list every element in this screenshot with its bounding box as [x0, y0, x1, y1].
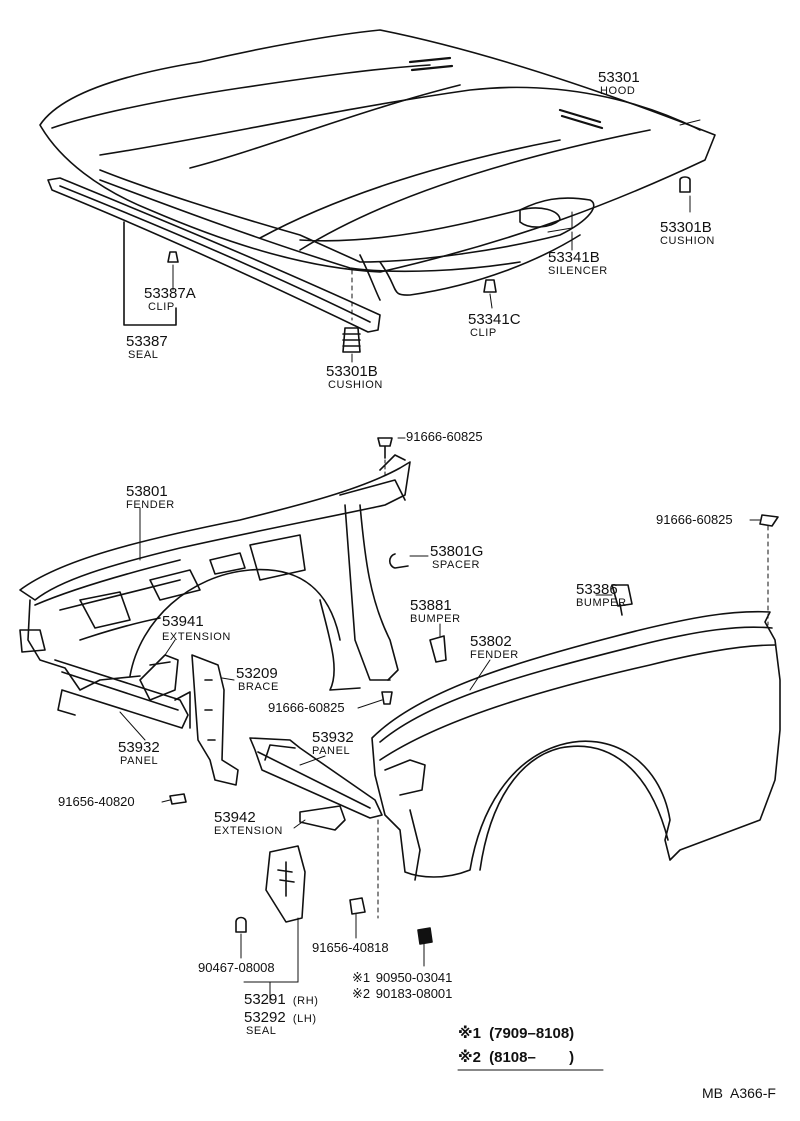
clip-lower-number: 90467-08008 — [198, 960, 275, 975]
fender-rh-number: 53802 — [470, 633, 512, 650]
hood-silencer-number: 53341B — [548, 249, 600, 266]
hood-seal-name: SEAL — [128, 349, 159, 361]
nut-1-mark: ※1 — [352, 970, 370, 985]
legend-mark-2: ※2 — [458, 1048, 481, 1066]
extension-upper-drawing — [139, 654, 179, 701]
legend-mark-1: ※1 — [458, 1024, 481, 1042]
hood-silencer-name: SILENCER — [548, 265, 608, 277]
panel-left-name: PANEL — [120, 755, 158, 767]
hood-drawing — [39, 29, 716, 301]
seal-lh-side: (LH) — [293, 1013, 317, 1025]
hood-name: HOOD — [600, 85, 635, 97]
panel-left-drawing — [54, 659, 191, 729]
nut-icon — [417, 927, 433, 945]
bumper-upper-number: 53386 — [576, 581, 618, 598]
silencer-clip-number: 53341C — [468, 311, 521, 328]
extension-upper-name: EXTENSION — [162, 631, 231, 643]
extension-lower-name: EXTENSION — [214, 825, 283, 837]
bolt-right-number: 91666-60825 — [656, 512, 733, 527]
panel-left-number: 53932 — [118, 739, 160, 756]
cushion-right-icon — [679, 176, 691, 193]
panel-right-number: 53932 — [312, 729, 354, 746]
seal-rh-side: (RH) — [293, 995, 319, 1007]
hood-cushion-center-name: CUSHION — [328, 379, 383, 391]
bolt-mid-icon — [381, 691, 393, 705]
bumper-lower-number: 53881 — [410, 597, 452, 614]
brace-drawing — [191, 654, 239, 786]
legend-range-1: (7909–8108) — [489, 1025, 574, 1042]
spacer-icon — [388, 553, 409, 569]
silencer-clip-icon — [483, 279, 497, 293]
extension-lower-drawing — [299, 805, 346, 831]
legend-row-1: ※1 (7909–8108) — [458, 1024, 574, 1042]
brace-number: 53209 — [236, 665, 278, 682]
brace-name: BRACE — [238, 681, 279, 693]
fender-rh-name: FENDER — [470, 649, 519, 661]
nut-2-mark: ※2 — [352, 986, 370, 1001]
silencer-drawing — [99, 169, 595, 296]
legend-range-2: (8108– ) — [489, 1049, 574, 1066]
seal-lh-number: 53292 — [244, 1009, 286, 1026]
nut-1-number: 90950-03041 — [376, 970, 453, 985]
fender-lh-name: FENDER — [126, 499, 175, 511]
panel-right-drawing — [249, 737, 383, 819]
hood-seal-number: 53387 — [126, 333, 168, 350]
bolt-right-icon — [759, 514, 779, 527]
cushion-center-icon — [342, 327, 361, 353]
hood-cushion-right-number: 53301B — [660, 219, 712, 236]
hood-cushion-right-name: CUSHION — [660, 235, 715, 247]
seal-rh-number: 53291 — [244, 991, 286, 1008]
hood-cushion-center-number: 53301B — [326, 363, 378, 380]
bolt-mid-number: 91666-60825 — [268, 700, 345, 715]
fender-lh-drawing — [19, 454, 411, 691]
nut-2-number: 90183-08001 — [376, 986, 453, 1001]
bumper-lower-icon — [429, 635, 447, 663]
screw-left-icon — [169, 793, 187, 805]
seal-lh-label: 53292 (LH) — [244, 1009, 317, 1026]
silencer-clip-name: CLIP — [470, 327, 497, 339]
bumper-upper-icon — [611, 584, 633, 616]
nut-1-label: ※1 90950-03041 — [352, 970, 452, 985]
bolt-top-number: 91666-60825 — [406, 429, 483, 444]
clip-lower-icon — [235, 916, 247, 933]
screw-lower-number: 91656-40818 — [312, 940, 389, 955]
seal-drawing — [47, 177, 381, 333]
bumper-lower-name: BUMPER — [410, 613, 461, 625]
screw-lower-icon — [349, 897, 366, 915]
seal-clip-number: 53387A — [144, 285, 196, 302]
fender-rh-drawing — [371, 610, 781, 881]
figure-code: MB A366-F — [702, 1085, 776, 1101]
hood-number: 53301 — [598, 69, 640, 86]
nut-2-label: ※2 90183-08001 — [352, 986, 452, 1001]
extension-upper-number: 53941 — [162, 613, 204, 630]
panel-right-name: PANEL — [312, 745, 350, 757]
seal-clip-icon — [167, 251, 179, 263]
seal-lh-name: SEAL — [246, 1025, 277, 1037]
fender-lh-number: 53801 — [126, 483, 168, 500]
bumper-upper-name: BUMPER — [576, 597, 627, 609]
legend-row-2: ※2 (8108– ) — [458, 1048, 574, 1066]
seal-rh-label: 53291 (RH) — [244, 991, 319, 1008]
extension-lower-number: 53942 — [214, 809, 256, 826]
spacer-name: SPACER — [432, 559, 480, 571]
seal-panel-drawing — [265, 845, 306, 923]
spacer-number: 53801G — [430, 543, 483, 560]
bolt-top-icon — [377, 437, 393, 459]
screw-left-number: 91656-40820 — [58, 794, 135, 809]
seal-clip-name: CLIP — [148, 301, 175, 313]
